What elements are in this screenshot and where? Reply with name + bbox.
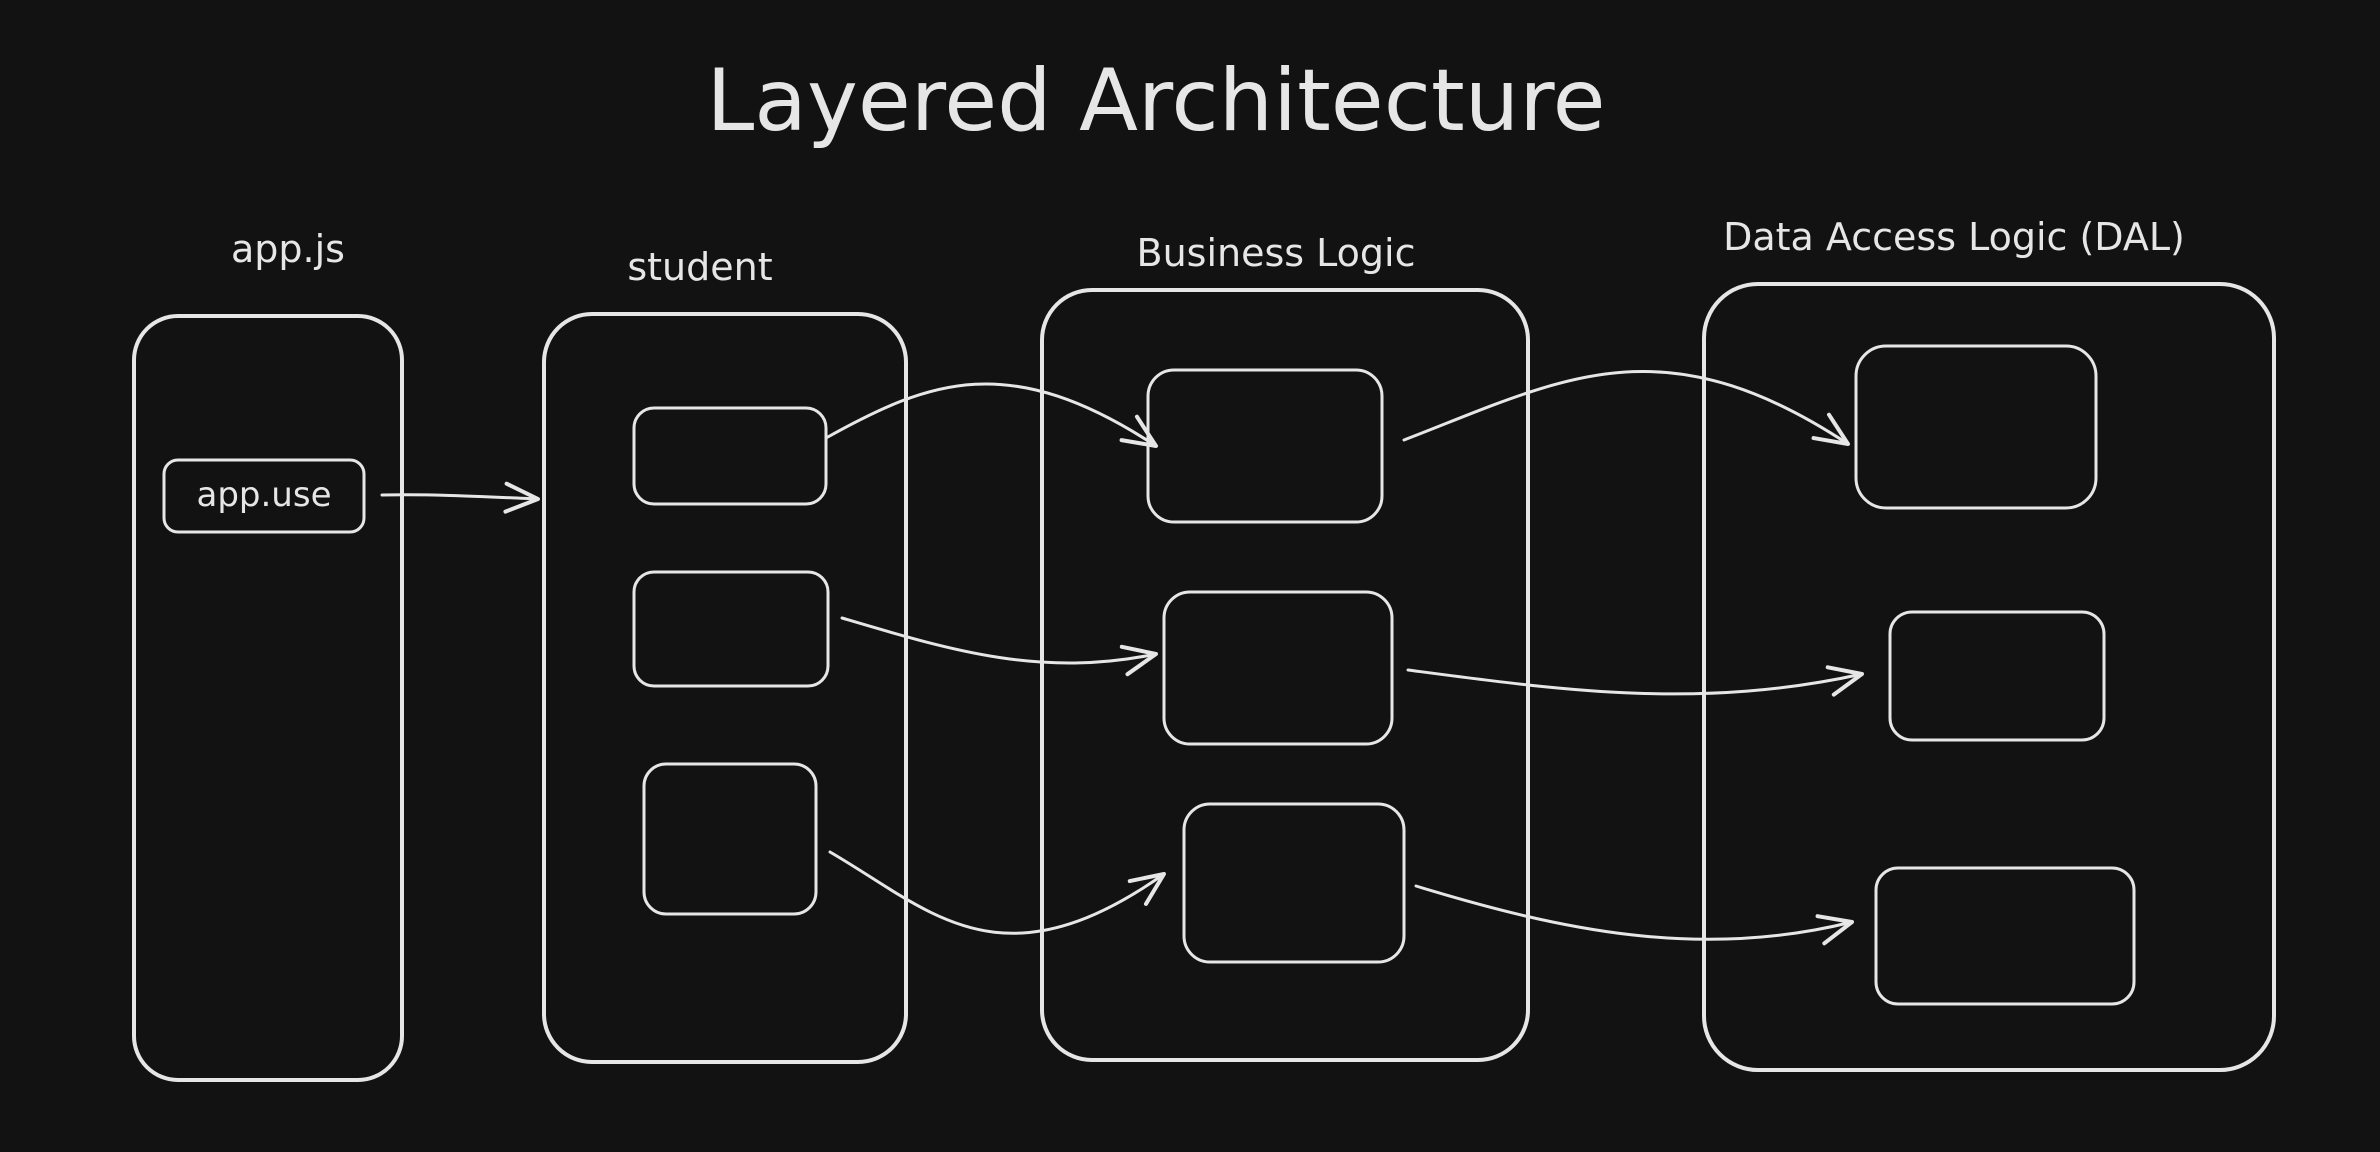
container-dal xyxy=(1702,282,2276,1072)
business-box-1 xyxy=(1146,368,1384,524)
arrow-app-use-to-student xyxy=(380,481,540,514)
box-app-use-label: app.use xyxy=(197,475,332,515)
diagram-title: Layered Architecture xyxy=(706,51,1605,151)
container-student xyxy=(542,312,908,1064)
arrow-business-3-to-dal-3 xyxy=(1414,884,1854,946)
business-box-3 xyxy=(1182,802,1406,964)
column-label-business-logic: Business Logic xyxy=(1137,231,1416,275)
arrow-business-2-to-dal-2 xyxy=(1406,665,1864,697)
student-box-3 xyxy=(642,762,818,916)
business-box-2 xyxy=(1162,590,1394,746)
arrow-student-1-to-business-1 xyxy=(824,382,1158,448)
dal-box-3 xyxy=(1874,866,2136,1006)
student-box-2 xyxy=(632,570,830,688)
container-business-logic xyxy=(1040,288,1530,1062)
arrow-business-1-to-dal-1 xyxy=(1402,369,1850,446)
container-appjs xyxy=(132,314,404,1082)
column-label-student: student xyxy=(627,245,772,289)
arrow-student-3-to-business-3 xyxy=(828,850,1166,935)
box-app-use xyxy=(162,458,366,534)
column-label-dal: Data Access Logic (DAL) xyxy=(1723,215,2185,259)
column-label-appjs: app.js xyxy=(231,227,345,271)
student-box-1 xyxy=(632,406,828,506)
arrow-student-2-to-business-2 xyxy=(840,616,1158,677)
dal-box-1 xyxy=(1854,344,2098,510)
dal-box-2 xyxy=(1888,610,2106,742)
